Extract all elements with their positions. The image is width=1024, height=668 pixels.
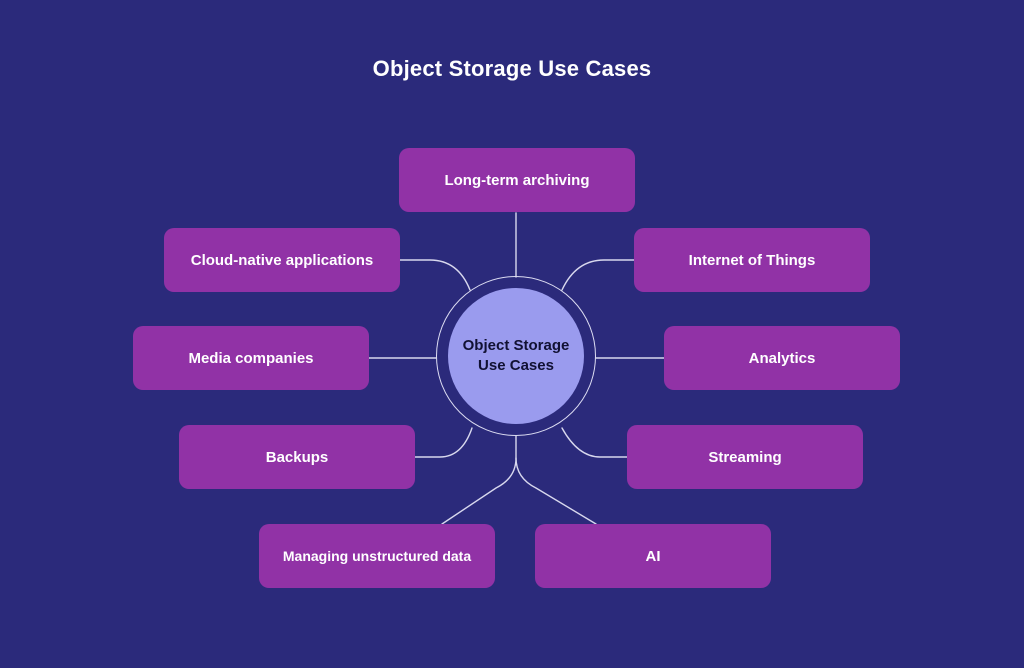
- connector-cloud-native-applications: [399, 259, 471, 291]
- node-media-companies: Media companies: [133, 326, 369, 390]
- node-label: Media companies: [188, 349, 314, 367]
- node-internet-of-things: Internet of Things: [634, 228, 870, 292]
- node-label: Analytics: [748, 349, 816, 367]
- connector-ai: [515, 457, 597, 525]
- node-label: AI: [645, 547, 661, 565]
- node-long-term-archiving: Long-term archiving: [399, 148, 635, 212]
- connector-managing-unstructured-data: [441, 435, 517, 525]
- node-backups: Backups: [179, 425, 415, 489]
- connector-streaming: [561, 427, 628, 458]
- diagram-title: Object Storage Use Cases: [372, 56, 652, 81]
- node-streaming: Streaming: [627, 425, 863, 489]
- node-label: Long-term archiving: [444, 171, 590, 189]
- node-ai: AI: [535, 524, 771, 588]
- node-label: Backups: [265, 448, 329, 466]
- node-label: Streaming: [708, 448, 782, 466]
- node-cloud-native-applications: Cloud-native applications: [164, 228, 400, 292]
- node-label: Managing unstructured data: [282, 548, 472, 564]
- connector-backups: [414, 427, 473, 458]
- node-analytics: Analytics: [664, 326, 900, 390]
- connector-internet-of-things: [561, 259, 635, 291]
- node-label: Cloud-native applications: [190, 251, 374, 269]
- hub-circle: Object Storage Use Cases: [448, 288, 584, 424]
- node-label: Internet of Things: [688, 251, 816, 269]
- node-managing-unstructured-data: Managing unstructured data: [259, 524, 495, 588]
- hub-ring: [436, 276, 596, 436]
- hub-label: Object Storage Use Cases: [462, 337, 570, 374]
